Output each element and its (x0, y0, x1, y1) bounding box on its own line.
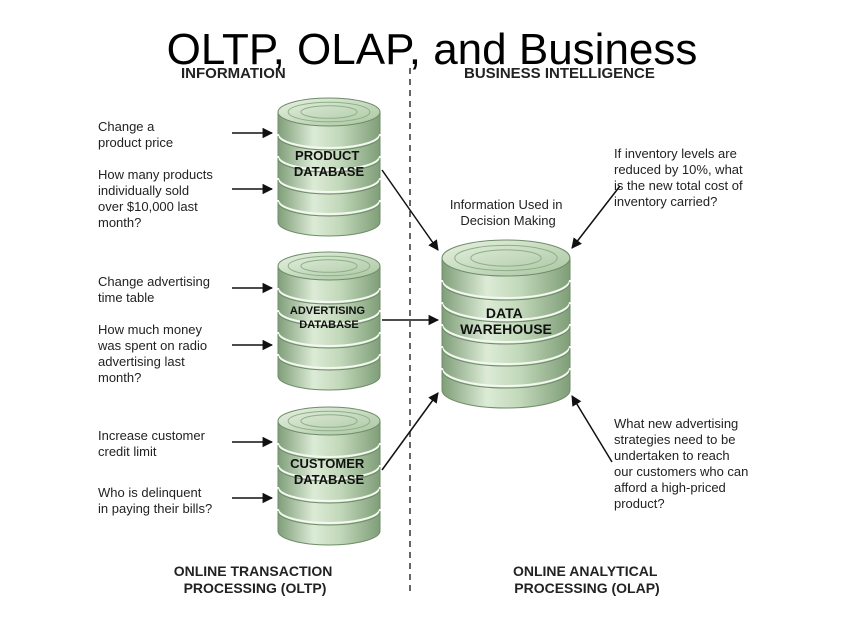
cylinder-band (277, 157, 381, 173)
page-title: OLTP, OLAP, and Business (166, 25, 698, 74)
cylinder-top (277, 251, 381, 281)
information-header: INFORMATION (181, 65, 286, 82)
olap-question-advertising: What new advertising strategies need to … (614, 416, 752, 511)
cylinder-band (277, 201, 381, 217)
cylinder-band-highlight (277, 331, 381, 347)
arrow-product-to-warehouse (381, 169, 439, 251)
cylinder-band-highlight (441, 279, 571, 299)
cylinder-band-highlight (277, 309, 381, 325)
cylinder-top (277, 406, 381, 436)
cylinder-body (277, 265, 381, 391)
cylinder-top-ring (287, 255, 371, 277)
oltp-question-products-sold: How many products individually sold over… (98, 167, 217, 230)
customer-database-label: CUSTOMER DATABASE (290, 456, 368, 487)
cylinder-band-highlight (277, 464, 381, 480)
oltp-footer: ONLINE TRANSACTION PROCESSING (OLTP) (174, 563, 337, 596)
business-intelligence-header: BUSINESS INTELLIGENCE (464, 65, 655, 82)
oltp-question-radio-spend: How much money was spent on radio advert… (97, 322, 211, 385)
product-database-label: PRODUCT DATABASE (294, 148, 365, 179)
arrow-inventory-to-warehouse (571, 185, 621, 249)
cylinder-band (277, 289, 381, 305)
cylinder-top (277, 97, 381, 127)
cylinder-top-ring (300, 259, 358, 273)
cylinder-band (441, 303, 571, 323)
cylinder-band (277, 179, 381, 195)
olap-question-inventory: If inventory levels are reduced by 10%, … (614, 146, 746, 209)
advertising-database-label: ADVERTISING DATABASE (290, 305, 368, 331)
cylinder-top (441, 239, 571, 277)
cylinder-band-highlight (277, 508, 381, 524)
cylinder-top-ring (470, 249, 542, 267)
data-warehouse-label: DATA WAREHOUSE (460, 305, 552, 337)
data-warehouse-cylinder (441, 239, 571, 409)
cylinder-top-ring (454, 244, 558, 272)
cylinder-band (277, 466, 381, 482)
cylinder-band (277, 355, 381, 371)
cylinder-band (441, 325, 571, 345)
oltp-question-change-price: Change a product price (98, 119, 173, 150)
cylinder-band (277, 510, 381, 526)
decision-making-label: Information Used in Decision Making (450, 197, 566, 228)
cylinder-band-highlight (277, 353, 381, 369)
cylinder-top-ring (300, 105, 358, 119)
cylinder-body (277, 420, 381, 546)
cylinder-band (277, 488, 381, 504)
oltp-question-credit-limit: Increase customer credit limit (98, 428, 209, 459)
cylinder-band-highlight (277, 199, 381, 215)
arrow-advertising-query-to-warehouse (571, 395, 613, 463)
cylinder-band (277, 444, 381, 460)
cylinder-band (277, 135, 381, 151)
oltp-question-delinquent: Who is delinquent in paying their bills? (98, 485, 212, 516)
cylinder-band (441, 347, 571, 367)
oltp-question-ad-timetable: Change advertising time table (98, 274, 214, 305)
cylinder-band-highlight (441, 301, 571, 321)
cylinder-top-ring (287, 410, 371, 432)
cylinder-band-highlight (277, 133, 381, 149)
arrow-customer-to-warehouse (381, 392, 439, 471)
cylinder-band-highlight (277, 155, 381, 171)
cylinder-band-highlight (441, 323, 571, 343)
cylinder-top-ring (300, 414, 358, 428)
advertising-database-cylinder (277, 251, 381, 391)
cylinder-band-highlight (277, 287, 381, 303)
product-database-cylinder (277, 97, 381, 237)
cylinder-band (277, 311, 381, 327)
cylinder-band (441, 281, 571, 301)
cylinder-band-highlight (441, 367, 571, 387)
cylinder-top-ring (287, 101, 371, 123)
cylinder-band-highlight (277, 486, 381, 502)
customer-database-cylinder (277, 406, 381, 546)
cylinder-band (277, 333, 381, 349)
cylinder-band-highlight (277, 177, 381, 193)
cylinder-body (277, 111, 381, 237)
olap-footer: ONLINE ANALYTICAL PROCESSING (OLAP) (513, 563, 661, 596)
cylinder-band-highlight (277, 442, 381, 458)
cylinder-band-highlight (441, 345, 571, 365)
cylinder-band (441, 369, 571, 389)
